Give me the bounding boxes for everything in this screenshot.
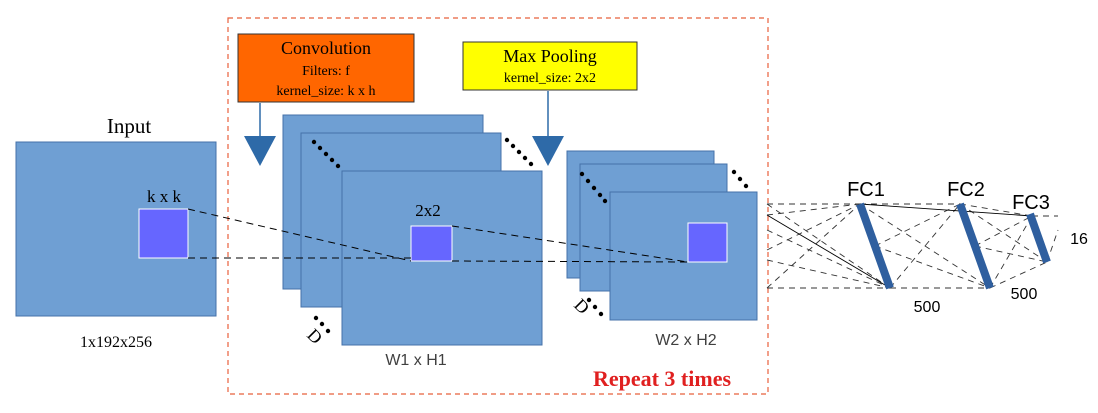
- stage1-depth-dots-bottom: [313, 315, 331, 334]
- fc3-bar: [1026, 212, 1051, 264]
- stage2-depth-dots-bottom: [586, 297, 604, 317]
- max-pooling-kernel: kernel_size: 2x2: [504, 71, 596, 86]
- fc2-size: 500: [1011, 286, 1038, 303]
- fc2-bar: [956, 202, 994, 290]
- repeat-label: Repeat 3 times: [593, 366, 732, 391]
- convolution-box: [237, 33, 415, 103]
- max-pooling-title: Max Pooling: [503, 46, 597, 66]
- stage1-depth-dots-top: [311, 139, 341, 169]
- stage1-depth-label: D: [303, 325, 326, 348]
- stage2-depth-dots-right: [731, 169, 749, 189]
- fc-connection-lines: [766, 203, 1059, 289]
- convolution-title: Convolution: [281, 38, 371, 58]
- input-title: Input: [107, 114, 151, 138]
- fc1-label: FC1: [847, 179, 885, 201]
- repeat-region-box: [227, 17, 769, 395]
- stage1-depth-dots-right: [504, 137, 534, 167]
- stage1-pool-label: 2x2: [415, 201, 441, 220]
- fc1-bar: [856, 202, 894, 290]
- fc1-size: 500: [914, 299, 941, 316]
- stage1-size-label: W1 x H1: [385, 352, 446, 369]
- projection-lines: [187, 208, 689, 263]
- stage2-window: [687, 222, 728, 263]
- stage2-depth-dots-top: [579, 171, 608, 204]
- stage1-pool-window: [410, 225, 453, 262]
- convolution-arrow-head: [244, 136, 276, 166]
- convolution-kernel: kernel_size: k x h: [276, 84, 375, 99]
- fc3-size: 16: [1070, 231, 1088, 248]
- input-kernel-label: k x k: [147, 187, 182, 206]
- max-pooling-arrow-head: [532, 136, 564, 166]
- fc-solid-lines: [766, 203, 1033, 289]
- input-size-label: 1x192x256: [80, 334, 152, 351]
- stage2-size-label: W2 x H2: [655, 332, 716, 349]
- fc2-label: FC2: [947, 179, 985, 201]
- stage2-map-front: [609, 191, 758, 321]
- max-pooling-box: [462, 41, 638, 91]
- fc3-label: FC3: [1012, 192, 1050, 214]
- input-kernel-window: [138, 208, 189, 259]
- convolution-filters: Filters: f: [302, 64, 350, 79]
